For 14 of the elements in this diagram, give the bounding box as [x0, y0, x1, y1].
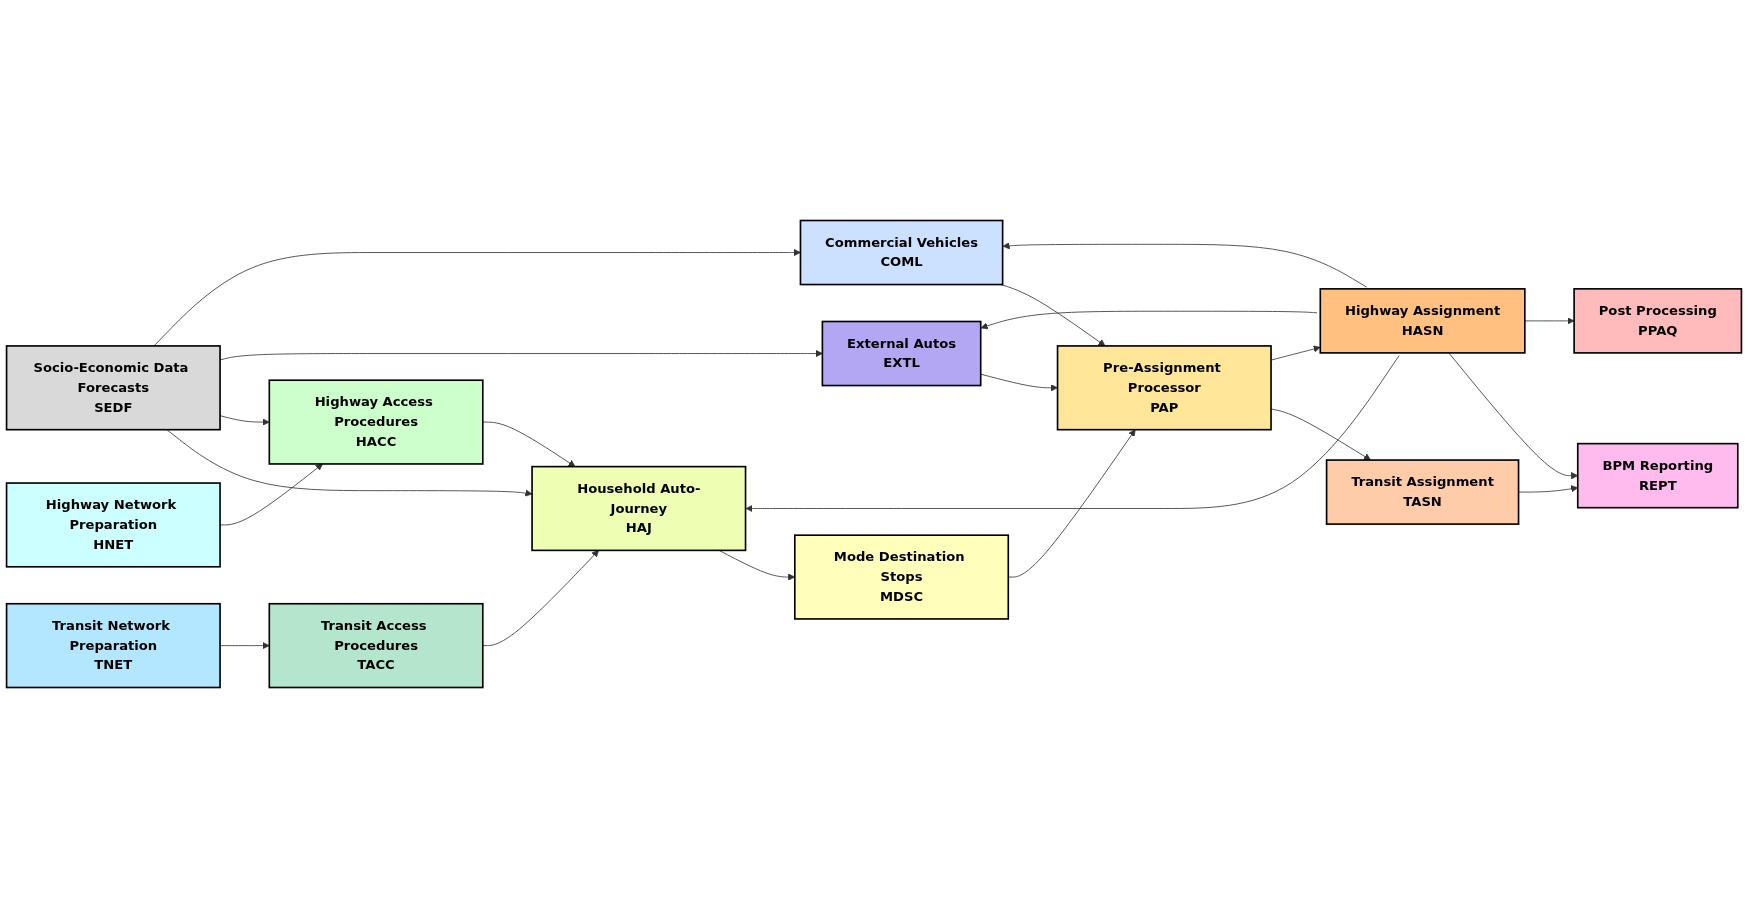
node-box: Household Auto-Journey HAJ [531, 465, 747, 552]
node-box: Transit Assignment TASN [1325, 459, 1520, 525]
node-box: External Autos EXTL [821, 320, 982, 387]
node-box: Highway Network Preparation HNET [5, 482, 221, 568]
node-box: Post Processing PPAQ [1573, 288, 1743, 354]
node-box: Highway Access Procedures HACC [268, 379, 484, 465]
node-box: BPM Reporting REPT [1576, 442, 1739, 509]
node-box: Highway Assignment HASN [1319, 288, 1526, 354]
node-box: Pre-Assignment Processor PAP [1056, 345, 1272, 431]
node-box: Commercial Vehicles COML [799, 219, 1004, 286]
node-box: Socio-Economic Data Forecasts SEDF [5, 345, 221, 431]
node-box: Transit Network Preparation TNET [5, 602, 221, 689]
node-box: Mode Destination Stops MDSC [793, 534, 1010, 620]
node-box: Transit Access Procedures TACC [268, 602, 484, 689]
